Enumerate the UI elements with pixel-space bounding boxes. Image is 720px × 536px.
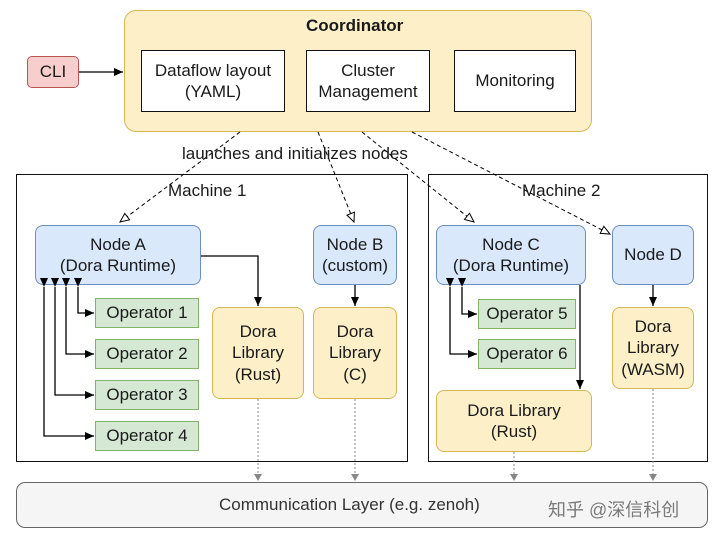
node-c-box: Node C (Dora Runtime) [436, 225, 586, 285]
node-d-box: Node D [612, 225, 694, 285]
dora-library-rust-box: Dora Library (Rust) [212, 307, 304, 399]
operator-2-box: Operator 2 [95, 339, 199, 369]
operator-1-box: Operator 1 [95, 298, 199, 328]
cluster-management-box: Cluster Management [306, 50, 430, 112]
machine-2-container [428, 174, 708, 462]
operator-4-box: Operator 4 [95, 421, 199, 451]
node-a-box: Node A (Dora Runtime) [35, 225, 201, 285]
machine-1-container [16, 174, 408, 462]
library-to-comm-arrowheads [254, 474, 657, 481]
node-a-to-lib-arrow [201, 255, 262, 306]
library-to-comm-links [257, 389, 654, 474]
machine-2-title: Machine 2 [522, 181, 601, 200]
dora-library-rust-m2-box: Dora Library (Rust) [436, 390, 592, 452]
node-c-operator-links [446, 278, 477, 358]
launch-arrow-node-c [361, 131, 475, 223]
dataflow-layout-box: Dataflow layout (YAML) [141, 50, 285, 112]
node-a-operator-links [40, 278, 94, 440]
operator-6-box: Operator 6 [478, 339, 576, 369]
dora-library-c-box: Dora Library (C) [313, 307, 397, 399]
operator-3-box: Operator 3 [95, 380, 199, 410]
launch-arrow-node-b [317, 131, 355, 224]
node-b-box: Node B (custom) [313, 225, 397, 285]
coordinator-title: Coordinator [306, 16, 404, 35]
launch-arrow-node-d [411, 131, 612, 235]
monitoring-box: Monitoring [454, 50, 576, 112]
dora-library-wasm-box: Dora Library (WASM) [612, 307, 694, 389]
communication-layer-box: Communication Layer (e.g. zenoh) [16, 482, 708, 528]
launch-label: launches and initializes nodes [180, 144, 410, 164]
cli-box: CLI [27, 56, 79, 88]
machine-1-title: Machine 1 [168, 181, 247, 200]
launch-arrow-node-a [119, 131, 241, 223]
operator-5-box: Operator 5 [478, 299, 576, 329]
watermark-text: 知乎 @深信科创 [548, 500, 680, 520]
